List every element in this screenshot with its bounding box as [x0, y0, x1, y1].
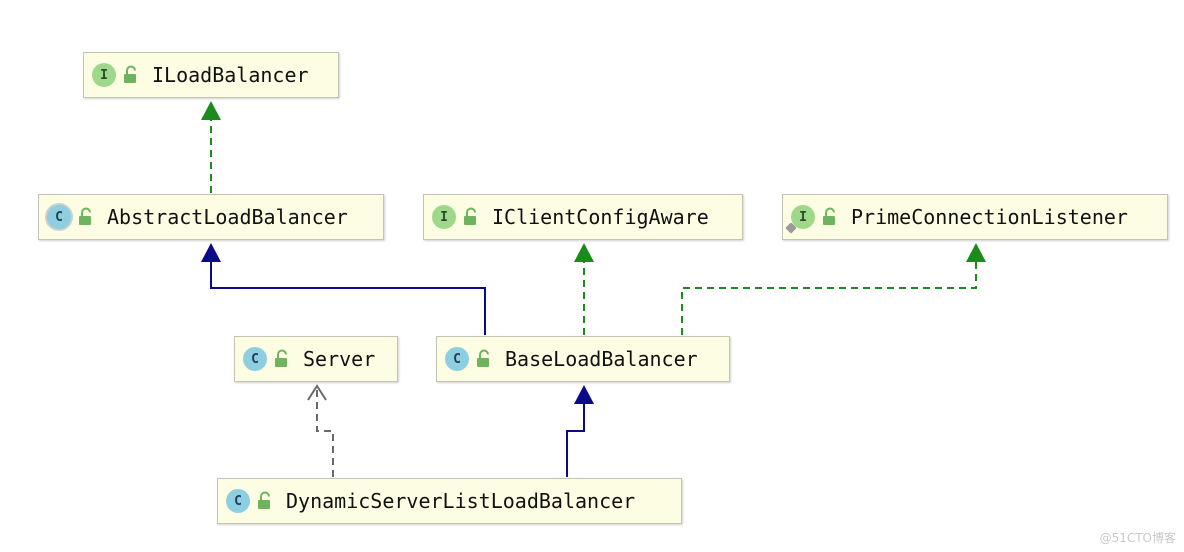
node-dynamicserverlistloadbalancer[interactable]: C DynamicServerListLoadBalancer [217, 478, 682, 524]
interface-icon: I [432, 205, 456, 229]
node-iclientconfigaware[interactable]: I IClientConfigAware [423, 194, 743, 240]
unlocked-padlock-icon [464, 207, 476, 225]
edge-dynamic-depends-server [307, 384, 334, 477]
implements-arrowhead [574, 243, 594, 262]
node-label: ILoadBalancer [152, 63, 309, 87]
inner-marker-icon [785, 222, 797, 234]
edge-abstract-implements-iloadbalancer [201, 101, 221, 193]
node-label: BaseLoadBalancer [505, 347, 698, 371]
edge-base-implements-primeconnectionlistener [681, 243, 986, 335]
unlocked-padlock-icon [477, 349, 489, 367]
interface-icon: I [92, 63, 116, 87]
dependency-arrowhead [307, 384, 327, 401]
unlocked-padlock-icon [823, 207, 835, 225]
class-icon: C [226, 489, 250, 513]
node-server[interactable]: C Server [234, 336, 398, 382]
node-label: AbstractLoadBalancer [107, 205, 348, 229]
interface-icon: I [785, 205, 815, 234]
edge-dynamic-extends-base [566, 385, 594, 477]
implements-arrowhead [966, 243, 986, 262]
abstract-class-icon: C [47, 205, 71, 229]
unlocked-padlock-icon [79, 207, 91, 225]
unlocked-padlock-icon [258, 491, 270, 509]
extends-arrowhead [201, 243, 221, 262]
node-label: Server [303, 347, 376, 371]
extends-arrowhead [574, 385, 594, 404]
node-label: PrimeConnectionListener [851, 205, 1128, 229]
edge-base-implements-iclientconfigaware [574, 243, 594, 335]
class-icon: C [445, 347, 469, 371]
class-icon: C [243, 347, 267, 371]
node-abstractloadbalancer[interactable]: C AbstractLoadBalancer [38, 194, 384, 240]
implements-arrowhead [201, 101, 221, 120]
watermark: @51CTO博客 [1099, 531, 1176, 545]
node-iloadbalancer[interactable]: I ILoadBalancer [83, 52, 339, 98]
unlocked-padlock-icon [124, 65, 136, 83]
node-primeconnectionlistener[interactable]: I PrimeConnectionListener [782, 194, 1168, 240]
unlocked-padlock-icon [275, 349, 287, 367]
node-baseloadbalancer[interactable]: C BaseLoadBalancer [436, 336, 730, 382]
node-label: DynamicServerListLoadBalancer [286, 489, 636, 513]
node-label: IClientConfigAware [492, 205, 709, 229]
edge-base-extends-abstract [201, 243, 486, 335]
